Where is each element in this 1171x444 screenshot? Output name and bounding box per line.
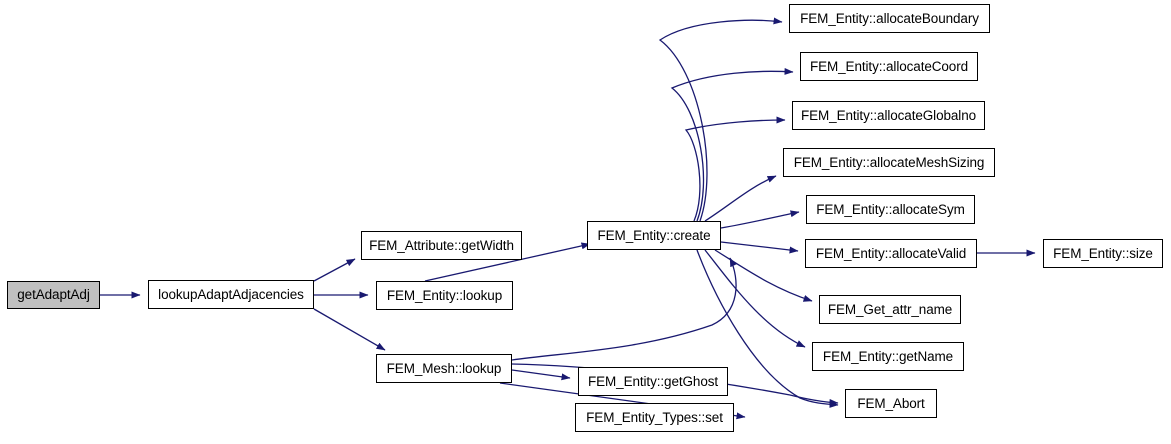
call-edge	[313, 258, 356, 282]
graph-node-label: FEM_Entity::getName	[822, 348, 954, 364]
graph-node-FEM_Get_attr_name[interactable]: FEM_Get_attr_name	[819, 295, 961, 324]
call-edge	[684, 116, 786, 222]
graph-node-label: lookupAdaptAdjacencies	[158, 286, 304, 302]
graph-node-label: FEM_Attribute::getWidth	[369, 237, 514, 253]
graph-node-FEM_Entity_allocateSym[interactable]: FEM_Entity::allocateSym	[806, 195, 975, 224]
graph-node-FEM_Attribute_getWidth[interactable]: FEM_Attribute::getWidth	[361, 231, 522, 260]
call-edge	[704, 175, 777, 222]
graph-node-label: FEM_Entity::allocateGlobalno	[800, 107, 977, 123]
call-edge	[658, 17, 783, 222]
graph-node-label: FEM_Abort	[857, 395, 925, 411]
graph-node-label: FEM_Entity::size	[1053, 245, 1153, 261]
call-edge	[720, 210, 800, 229]
graph-node-FEM_Entity_getName[interactable]: FEM_Entity::getName	[812, 342, 964, 371]
call-edge	[714, 249, 813, 302]
call-edge	[670, 67, 794, 222]
graph-node-label: FEM_Entity::create	[597, 227, 711, 243]
graph-node-label: FEM_Entity::getGhost	[587, 373, 719, 389]
graph-node-label: FEM_Mesh::lookup	[386, 360, 502, 376]
graph-node-label: FEM_Entity::lookup	[386, 287, 503, 303]
graph-node-FEM_Entity_lookup[interactable]: FEM_Entity::lookup	[376, 281, 513, 310]
graph-node-FEM_Abort[interactable]: FEM_Abort	[845, 389, 937, 418]
call-edge	[704, 249, 806, 348]
graph-node-FEM_Entity_create[interactable]: FEM_Entity::create	[587, 221, 721, 250]
graph-node-FEM_Entity_allocateMeshSizing[interactable]: FEM_Entity::allocateMeshSizing	[783, 148, 995, 177]
graph-node-FEM_Entity_allocateGlobalno[interactable]: FEM_Entity::allocateGlobalno	[792, 101, 985, 130]
graph-node-FEM_Entity_Types_set[interactable]: FEM_Entity_Types::set	[575, 403, 734, 432]
call-edge	[720, 241, 799, 254]
graph-node-lookupAdaptAdjacencies[interactable]: lookupAdaptAdjacencies	[148, 280, 314, 309]
graph-node-label: FEM_Entity::allocateMeshSizing	[793, 154, 985, 170]
call-edge	[511, 257, 737, 361]
graph-node-FEM_Entity_getGhost[interactable]: FEM_Entity::getGhost	[578, 367, 728, 396]
graph-node-label: FEM_Entity::allocateBoundary	[800, 10, 979, 26]
graph-node-label: FEM_Entity_Types::set	[586, 409, 723, 425]
graph-node-label: FEM_Entity::allocateValid	[815, 245, 967, 261]
graph-node-FEM_Entity_allocateBoundary[interactable]: FEM_Entity::allocateBoundary	[789, 4, 990, 33]
graph-node-getAdaptAdj[interactable]: getAdaptAdj	[7, 281, 100, 309]
graph-node-FEM_Entity_size[interactable]: FEM_Entity::size	[1043, 239, 1163, 268]
graph-node-label: FEM_Get_attr_name	[827, 301, 953, 317]
graph-node-FEM_Entity_allocateValid[interactable]: FEM_Entity::allocateValid	[805, 239, 977, 268]
graph-node-label: getAdaptAdj	[17, 287, 90, 303]
graph-node-label: FEM_Entity::allocateSym	[816, 201, 965, 217]
call-edge	[511, 369, 571, 381]
graph-node-FEM_Entity_allocateCoord[interactable]: FEM_Entity::allocateCoord	[800, 52, 978, 81]
call-edge	[313, 308, 386, 351]
graph-node-FEM_Mesh_lookup[interactable]: FEM_Mesh::lookup	[376, 354, 512, 383]
graph-node-label: FEM_Entity::allocateCoord	[809, 58, 969, 74]
